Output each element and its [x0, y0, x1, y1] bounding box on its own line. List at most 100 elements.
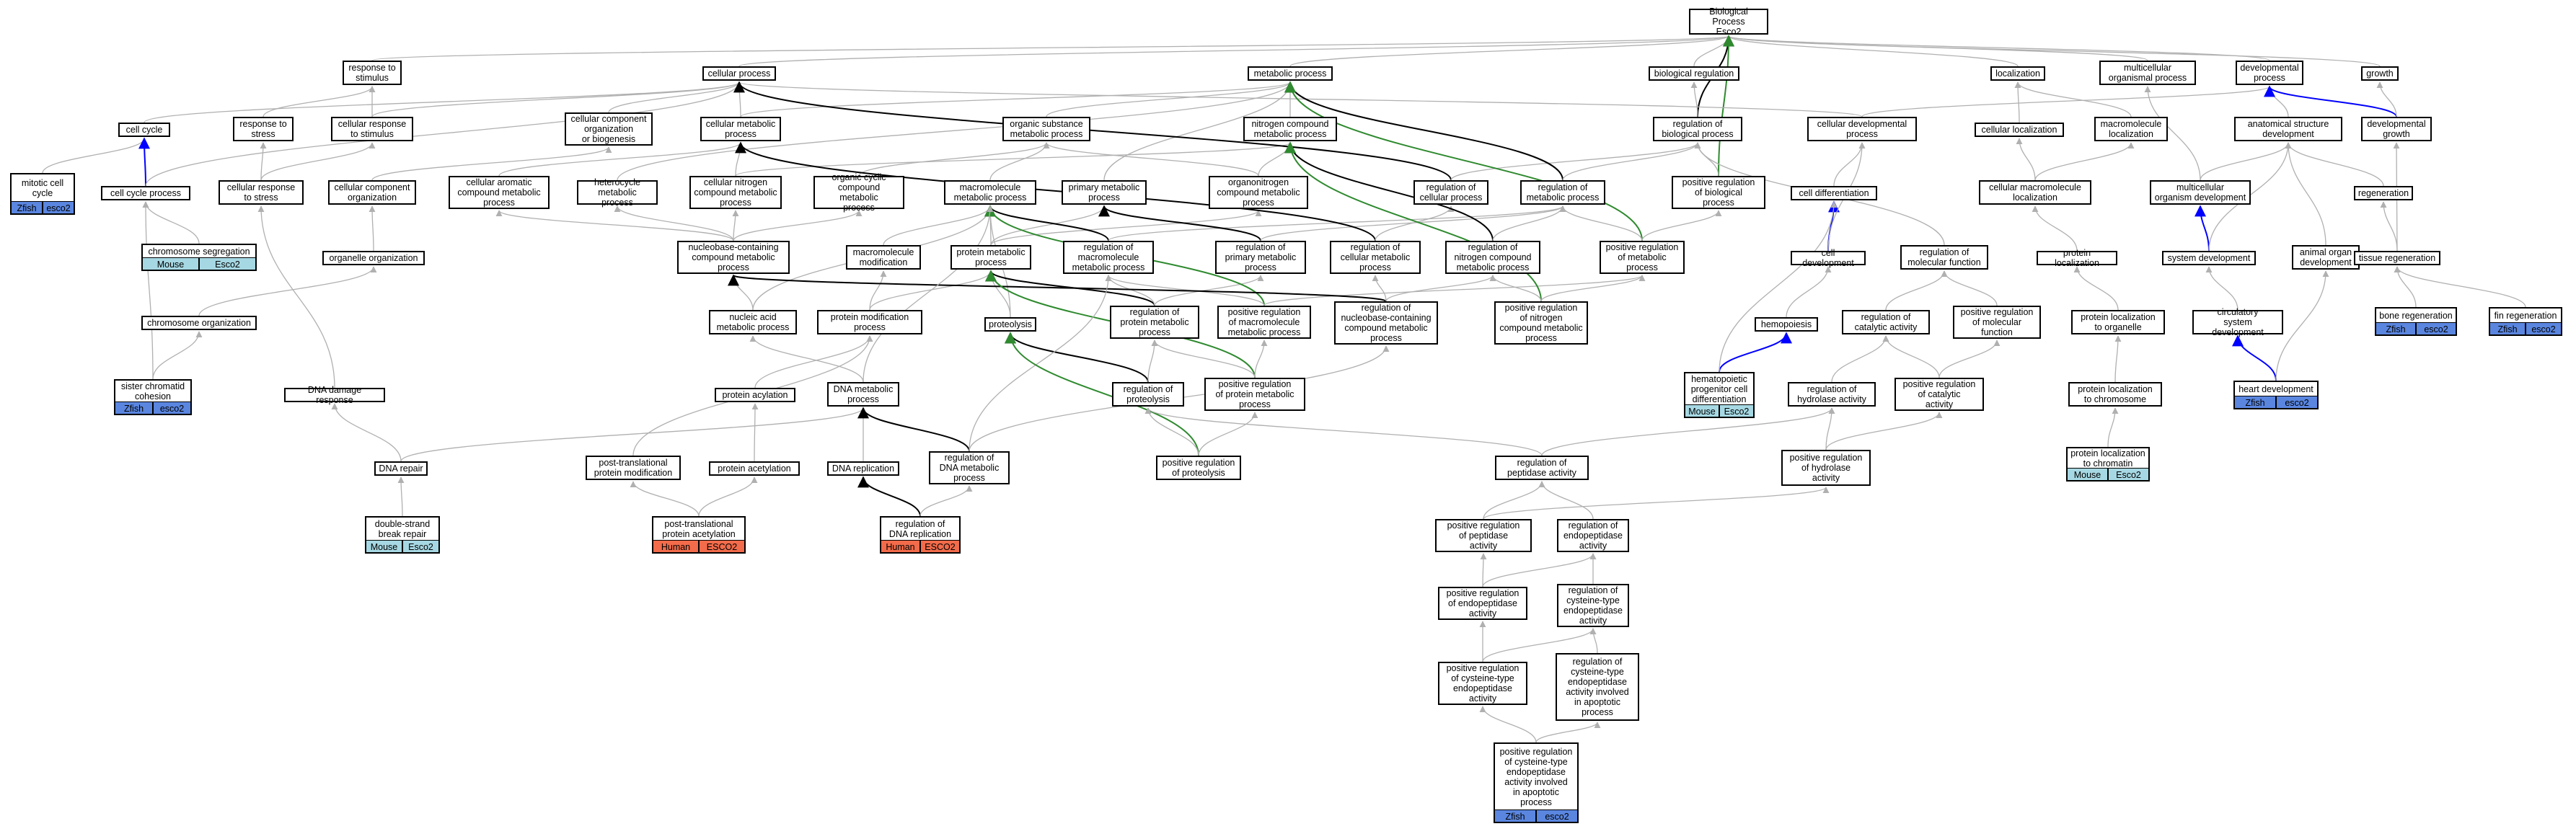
- go-term-pos-reg-catalytic-activity[interactable]: positive regulation of catalytic activit…: [1894, 378, 1984, 411]
- go-term-cellular-localization[interactable]: cellular localization: [1975, 123, 2064, 137]
- go-term-reg-metabolic-process[interactable]: regulation of metabolic process: [1520, 180, 1605, 205]
- go-term-fin-regeneration[interactable]: fin regeneration: [2489, 307, 2562, 323]
- go-term-protein-mod-process[interactable]: protein modification process: [817, 310, 922, 334]
- go-term-reg-peptidase-activity[interactable]: regulation of peptidase activity: [1495, 456, 1589, 480]
- go-term-cellular-macromolecule-loc[interactable]: cellular macromolecule localization: [1979, 180, 2091, 205]
- go-term-regeneration[interactable]: regeneration: [2354, 186, 2413, 200]
- go-term-reg-hydrolase-activity[interactable]: regulation of hydrolase activity: [1788, 382, 1876, 407]
- go-term-pos-reg-protein-mp[interactable]: positive regulation of protein metabolic…: [1204, 378, 1305, 411]
- go-term-heterocycle-mp[interactable]: heterocycle metabolic process: [577, 177, 658, 208]
- go-term-occmp[interactable]: organic cyclic compound metabolic proces…: [813, 172, 904, 213]
- go-term-nucleic-acid-mp[interactable]: nucleic acid metabolic process: [709, 310, 797, 334]
- go-term-pos-reg-macromolecule-mp[interactable]: positive regulation of macromolecule met…: [1217, 306, 1311, 339]
- go-term-sister-chromatid-cohesion[interactable]: sister chromatid cohesion: [114, 379, 192, 402]
- go-term-reg-cysteine-apoptotic[interactable]: regulation of cysteine-type endopeptidas…: [1556, 653, 1639, 721]
- go-term-developmental-growth[interactable]: developmental growth: [2361, 117, 2432, 141]
- go-term-chromosome-segregation[interactable]: chromosome segregation: [141, 244, 257, 258]
- go-term-reg-primary-mp[interactable]: regulation of primary metabolic process: [1215, 241, 1306, 274]
- go-term-reg-macromolecule-mp[interactable]: regulation of macromolecule metabolic pr…: [1063, 241, 1154, 274]
- go-term-cellular-process[interactable]: cellular process: [702, 66, 776, 81]
- go-term-multicellular-organism-dev[interactable]: multicellular organism development: [2150, 180, 2251, 205]
- go-term-reg-cysteine-endopeptidase[interactable]: regulation of cysteine-type endopeptidas…: [1557, 584, 1629, 627]
- go-term-pos-reg-peptidase-activity[interactable]: positive regulation of peptidase activit…: [1435, 519, 1532, 552]
- go-term-cellular-response-to-stress[interactable]: cellular response to stress: [219, 180, 304, 205]
- go-term-organonitrogen-mp[interactable]: organonitrogen compound metabolic proces…: [1209, 176, 1308, 209]
- go-term-heart-development[interactable]: heart development: [2233, 381, 2319, 396]
- go-term-bone-regeneration[interactable]: bone regeneration: [2375, 307, 2457, 323]
- go-term-osmp[interactable]: organic substance metabolic process: [1002, 117, 1090, 141]
- go-term-ptpm[interactable]: post-translational protein modification: [586, 456, 681, 480]
- go-term-protein-loc-chromosome[interactable]: protein localization to chromosome: [2068, 382, 2162, 407]
- go-term-developmental-process[interactable]: developmental process: [2236, 61, 2303, 85]
- go-term-response-to-stress[interactable]: response to stress: [233, 117, 294, 141]
- go-term-mitotic-cell-cycle[interactable]: mitotic cell cycle: [10, 173, 75, 202]
- go-term-pos-reg-ncmp[interactable]: positive regulation of nitrogen compound…: [1494, 301, 1588, 345]
- go-term-reg-cellular-process[interactable]: regulation of cellular process: [1413, 180, 1488, 205]
- go-term-reg-bio-process[interactable]: regulation of biological process: [1653, 117, 1742, 141]
- go-term-primary-mp[interactable]: primary metabolic process: [1062, 180, 1147, 205]
- go-term-pos-reg-molecular-function[interactable]: positive regulation of molecular functio…: [1953, 306, 2041, 339]
- go-term-response-to-stimulus[interactable]: response to stimulus: [343, 61, 402, 85]
- go-term-protein-localization[interactable]: protein localization: [2037, 248, 2117, 268]
- go-term-cacmp[interactable]: cellular aromatic compound metabolic pro…: [449, 176, 550, 209]
- go-term-hematopoietic-pcd[interactable]: hematopoietic progenitor cell differenti…: [1684, 372, 1755, 405]
- go-term-reg-protein-mp[interactable]: regulation of protein metabolic process: [1110, 306, 1199, 339]
- go-term-cncmp[interactable]: cellular nitrogen compound metabolic pro…: [689, 176, 782, 209]
- go-term-proteolysis[interactable]: proteolysis: [984, 317, 1036, 332]
- go-term-metabolic-process[interactable]: metabolic process: [1248, 66, 1333, 81]
- go-term-dna-repair[interactable]: DNA repair: [374, 461, 428, 476]
- go-term-macromolecule-localization[interactable]: macromolecule localization: [2094, 117, 2168, 141]
- go-term-protein-loc-chromatin[interactable]: protein localization to chromatin: [2066, 447, 2150, 469]
- go-term-pos-reg-hydrolase-activity[interactable]: positive regulation of hydrolase activit…: [1781, 450, 1871, 486]
- go-term-cell-cycle-process[interactable]: cell cycle process: [101, 186, 190, 200]
- go-term-dna-damage-response[interactable]: DNA damage response: [284, 385, 385, 405]
- go-term-reg-molecular-function[interactable]: regulation of molecular function: [1900, 245, 1988, 270]
- go-term-pos-reg-cysteine-endopeptidase[interactable]: positive regulation of cysteine-type end…: [1438, 662, 1527, 705]
- go-term-cell-cycle[interactable]: cell cycle: [118, 123, 170, 137]
- go-term-reg-dna-mp[interactable]: regulation of DNA metabolic process: [929, 451, 1010, 484]
- go-term-cellular-metabolic-process[interactable]: cellular metabolic process: [700, 117, 781, 141]
- go-term-dna-replication[interactable]: DNA replication: [827, 461, 899, 476]
- go-term-protein-loc-organelle[interactable]: protein localization to organelle: [2071, 310, 2165, 334]
- go-term-reg-dna-replication[interactable]: regulation of DNA replication: [880, 516, 961, 541]
- go-term-protein-acylation[interactable]: protein acylation: [715, 388, 795, 402]
- go-term-cell-differentiation[interactable]: cell differentiation: [1791, 186, 1877, 200]
- go-term-circulatory-system-dev[interactable]: circulatory system development: [2192, 307, 2283, 337]
- go-term-multicellular-organismal-process[interactable]: multicellular organismal process: [2099, 61, 2196, 85]
- go-term-protein-mp[interactable]: protein metabolic process: [950, 245, 1031, 270]
- go-term-pos-reg-proteolysis[interactable]: positive regulation of proteolysis: [1156, 456, 1241, 480]
- go-term-macromolecule-mp[interactable]: macromolecule metabolic process: [944, 180, 1036, 205]
- go-term-ncmp[interactable]: nitrogen compound metabolic process: [1243, 117, 1337, 141]
- go-term-pos-reg-mp[interactable]: positive regulation of metabolic process: [1600, 241, 1685, 274]
- go-term-system-development[interactable]: system development: [2162, 251, 2256, 265]
- go-term-reg-catalytic-activity[interactable]: regulation of catalytic activity: [1842, 310, 1930, 334]
- go-term-dna-metabolic-process[interactable]: DNA metabolic process: [827, 382, 899, 407]
- go-term-pos-reg-cysteine-apoptotic[interactable]: positive regulation of cysteine-type end…: [1494, 742, 1579, 810]
- go-term-dsb-repair[interactable]: double-strand break repair: [365, 516, 440, 541]
- go-term-ccob[interactable]: cellular component organization or bioge…: [565, 112, 653, 146]
- go-term-growth[interactable]: growth: [2361, 66, 2399, 81]
- go-term-pt-protein-acetylation[interactable]: post-translational protein acetylation: [652, 516, 746, 541]
- go-term-tissue-regeneration[interactable]: tissue regeneration: [2354, 251, 2440, 265]
- go-term-cell-dev-process[interactable]: cellular developmental process: [1807, 117, 1917, 141]
- go-term-reg-proteolysis[interactable]: regulation of proteolysis: [1112, 382, 1184, 407]
- go-term-chromosome-org[interactable]: chromosome organization: [141, 316, 257, 330]
- go-term-hemopoiesis[interactable]: hemopoiesis: [1755, 317, 1818, 332]
- go-term-reg-ncmp[interactable]: regulation of nitrogen compound metaboli…: [1445, 241, 1540, 274]
- go-term-protein-acetylation[interactable]: protein acetylation: [709, 461, 800, 476]
- go-term-cellular-component-org[interactable]: cellular component organization: [328, 180, 416, 205]
- go-term-nucleobase-cmp[interactable]: nucleobase-containing compound metabolic…: [677, 241, 790, 274]
- go-term-anatomical-structure-dev[interactable]: anatomical structure development: [2234, 117, 2342, 141]
- go-term-macromolecule-mod[interactable]: macromolecule modification: [846, 245, 921, 270]
- go-term-reg-nucleobase-cmp[interactable]: regulation of nucleobase-containing comp…: [1334, 301, 1438, 345]
- go-term-cellular-response-to-stimulus[interactable]: cellular response to stimulus: [331, 117, 413, 141]
- go-term-organelle-org[interactable]: organelle organization: [322, 251, 425, 265]
- go-term-reg-endopeptidase-activity[interactable]: regulation of endopeptidase activity: [1557, 519, 1629, 552]
- go-term-reg-cellular-mp[interactable]: regulation of cellular metabolic process: [1330, 241, 1421, 274]
- go-term-pos-reg-bio-process[interactable]: positive regulation of biological proces…: [1672, 176, 1765, 209]
- go-term-biological-regulation[interactable]: biological regulation: [1649, 66, 1739, 81]
- go-term-localization[interactable]: localization: [1990, 66, 2045, 81]
- go-term-pos-reg-endopeptidase-activity[interactable]: positive regulation of endopeptidase act…: [1438, 587, 1527, 620]
- go-term-bp[interactable]: Biological Process Esco2: [1689, 6, 1768, 37]
- go-term-cell-development[interactable]: cell development: [1791, 248, 1866, 268]
